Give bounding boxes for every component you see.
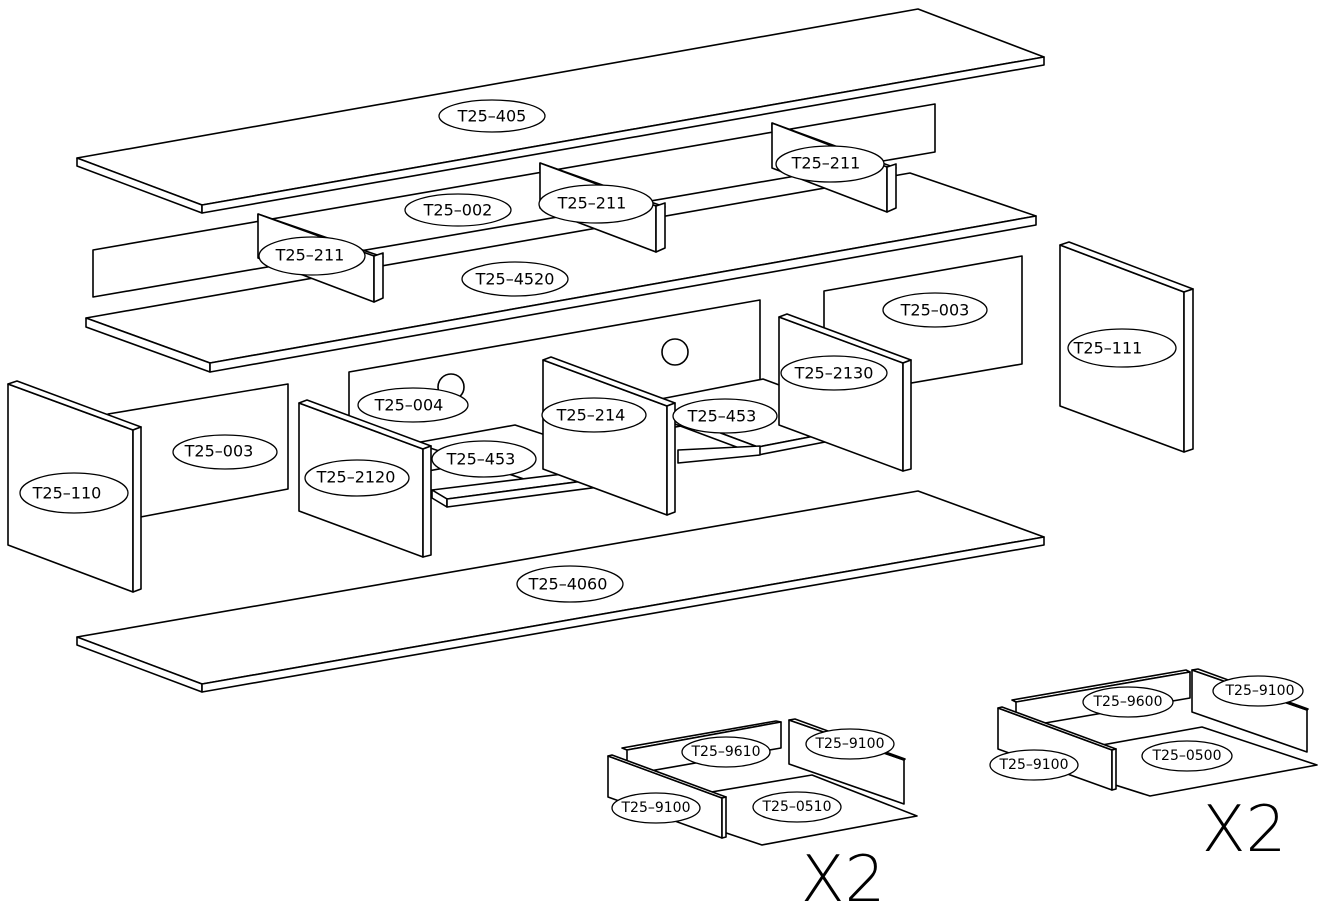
svg-text:T25–9610: T25–9610 (691, 744, 761, 760)
svg-text:T25–453: T25–453 (446, 450, 516, 469)
label-back-lower: T25–004 (357, 387, 469, 423)
label-base-left-plate: T25–0510 (752, 791, 842, 823)
svg-text:T25–2130: T25–2130 (794, 364, 874, 383)
svg-text:T25–211: T25–211 (791, 154, 861, 173)
svg-text:T25–003: T25–003 (184, 442, 254, 461)
middle-shelf (85, 172, 1037, 373)
top-panel (76, 8, 1045, 214)
label-divider-2120: T25–2120 (304, 459, 410, 497)
svg-text:T25–9600: T25–9600 (1093, 694, 1163, 710)
svg-text:T25–004: T25–004 (374, 396, 444, 415)
quantity-base-left: X2 (801, 843, 886, 912)
cable-hole-right (661, 338, 689, 366)
label-divider-211-mid: T25–211 (538, 184, 654, 224)
quantity-base-right: X2 (1202, 793, 1287, 867)
svg-text:T25–111: T25–111 (1073, 339, 1143, 358)
svg-text:T25–9100: T25–9100 (1225, 683, 1295, 699)
label-base-left-side-right: T25–9100 (805, 728, 895, 760)
svg-text:T25–405: T25–405 (457, 107, 527, 126)
label-divider-211-left: T25–211 (258, 236, 366, 276)
label-top: T25–405 (438, 99, 546, 133)
label-shelf-453-left: T25–453 (431, 440, 537, 478)
svg-text:T25–2120: T25–2120 (316, 468, 396, 487)
svg-text:T25–002: T25–002 (423, 201, 493, 220)
label-base-right-side-right: T25–9100 (1212, 675, 1304, 707)
label-divider-214: T25–214 (541, 397, 647, 433)
label-back-upper: T25–002 (404, 193, 512, 227)
svg-text:T25–003: T25–003 (900, 301, 970, 320)
label-shelf-453-right: T25–453 (672, 398, 778, 434)
label-side-right: T25–111 (1067, 328, 1177, 368)
svg-text:T25–214: T25–214 (556, 406, 626, 425)
svg-text:T25–9100: T25–9100 (999, 757, 1069, 773)
label-back-left: T25–003 (172, 434, 278, 470)
svg-text:T25–4060: T25–4060 (528, 575, 608, 594)
label-base-left-back: T25–9610 (681, 736, 771, 768)
label-middle-shelf: T25–4520 (461, 261, 569, 297)
label-side-left: T25–110 (19, 472, 129, 514)
svg-text:T25–0510: T25–0510 (762, 799, 832, 815)
svg-text:T25–211: T25–211 (275, 246, 345, 265)
label-divider-2130: T25–2130 (780, 355, 888, 391)
label-back-right: T25–003 (882, 292, 988, 328)
svg-text:T25–110: T25–110 (32, 484, 102, 503)
svg-text:T25–9100: T25–9100 (815, 736, 885, 752)
label-bottom: T25–4060 (516, 565, 624, 603)
svg-text:T25–211: T25–211 (557, 194, 627, 213)
label-divider-211-right: T25–211 (775, 145, 885, 183)
label-base-right-back: T25–9600 (1082, 686, 1174, 718)
svg-text:T25–0500: T25–0500 (1152, 748, 1222, 764)
divider-2130 (778, 313, 912, 472)
label-base-right-side-left: T25–9100 (989, 749, 1079, 781)
label-base-right-plate: T25–0500 (1141, 740, 1233, 772)
svg-text:T25–9100: T25–9100 (621, 800, 691, 816)
label-base-left-side-left: T25–9100 (611, 792, 701, 824)
svg-text:T25–453: T25–453 (687, 407, 757, 426)
svg-text:T25–4520: T25–4520 (475, 270, 555, 289)
